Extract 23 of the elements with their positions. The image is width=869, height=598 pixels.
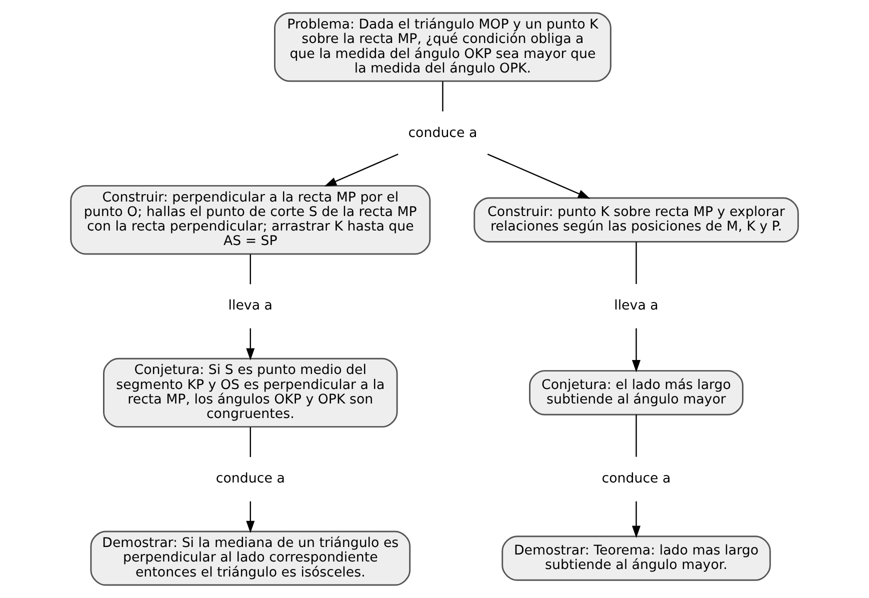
connector — [250, 254, 251, 284]
node-box: Construir: punto K sobre recta MP y explorar relaciones según las posiciones de M, K y P. — [474, 197, 799, 243]
arrow — [246, 501, 255, 534]
node-box: Demostrar: Teorema: lado mas largo subtiende al ángulo mayor. — [502, 536, 771, 581]
node-text: conduce a — [408, 126, 478, 141]
node-box: Conjetura: Si S es punto medio del segmento KP y OS es perpendicular a la recta MP, los ángulos OKP y OPK son congruentes. — [103, 358, 398, 428]
arrow — [487, 154, 590, 199]
arrow — [324, 154, 398, 186]
node-text: conduce a — [602, 472, 671, 487]
node-box: Problema: Dada el triángulo MOP y un punto K sobre la recta MP, ¿qué condición obliga a que la medida del ángulo OKP sea mayor que la medida del ángulo OPK. — [274, 12, 612, 82]
node-box: Demostrar: Si la mediana de un triángulo es perpendicular al lado correspondiente entonces el triángulo es isósceles. — [90, 530, 411, 586]
arrow — [246, 328, 255, 360]
arrow — [632, 501, 641, 538]
node-box: Construir: perpendicular a la recta MP por el punto O; hallas el punto de corte S de la recta MP con la recta perpendicular; arrastrar K hasta que AS = SP — [70, 185, 431, 255]
connector — [442, 81, 444, 112]
node-text: lleva a — [228, 298, 273, 314]
node-text: lleva a — [614, 298, 658, 314]
arrow — [632, 328, 641, 372]
connector — [250, 427, 251, 458]
node-box: Conjetura: el lado más largo subtiende al ángulo mayor — [529, 370, 744, 416]
connector — [636, 414, 637, 457]
connector — [636, 242, 637, 284]
node-text: conduce a — [216, 472, 285, 487]
